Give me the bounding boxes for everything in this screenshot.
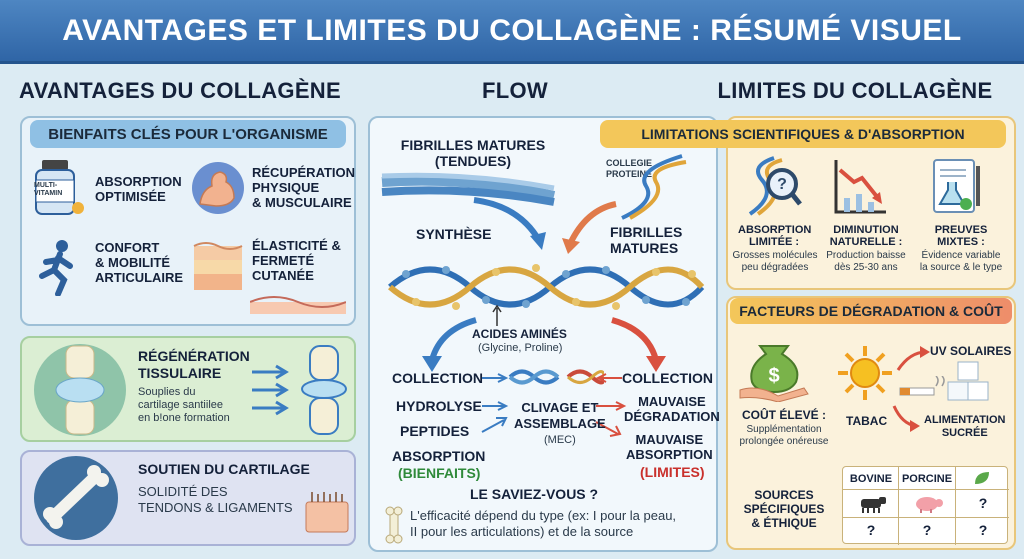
- left-step-absorption: ABSORPTION: [392, 448, 486, 464]
- right-step-collection: COLLECTION: [622, 370, 713, 386]
- limit-preuves-text: Évidence variable la source & le type: [919, 250, 1003, 273]
- sources-title: SOURCES SPÉCIFIQUES & ÉTHIQUE: [743, 488, 825, 530]
- uv-label: UV SOLAIRES: [930, 344, 1012, 358]
- healthy-knee-icon: [301, 345, 347, 435]
- cigarette-icon: [899, 376, 945, 396]
- tabac-label: TABAC: [846, 414, 888, 428]
- acides-amines-sub: (Glycine, Proline): [478, 342, 563, 354]
- regeneration-text: Souplies du cartilage santiilee en b!one…: [138, 386, 230, 424]
- tendon-tissue-icon: [305, 492, 349, 533]
- collegie-proteine-label: COLLEGIE PROTEINE: [605, 158, 652, 179]
- synthesis-arrow-icon: [473, 197, 546, 250]
- skin-wave-icon: [250, 296, 346, 314]
- flexed-arm-icon: [192, 162, 244, 214]
- benefit-recovery-label: RÉCUPÉRATION PHYSIQUE & MUSCULAIRE: [252, 165, 356, 210]
- limit-absorption-title: ABSORPTION LIMITÉE :: [738, 224, 812, 248]
- right-step-absorption: MAUVAISE ABSORPTION: [626, 432, 713, 462]
- benefit-elasticity-label: ÉLASTICITÉ & FERMETÉ CUTANÉE: [252, 238, 341, 283]
- mec-label: (MEC): [544, 434, 576, 446]
- acides-amines-label: ACIDES AMINÉS: [472, 327, 567, 341]
- limit-absorption-text: Grosses molécules peu dégradées: [732, 250, 818, 273]
- factors-title: FACTEURS DE DÉGRADATION & COÛT: [730, 298, 1012, 324]
- runner-icon: [39, 240, 73, 296]
- left-branch-arrow-icon: [422, 317, 477, 372]
- limit-diminution-text: Production baisse dès 25-30 ans: [826, 250, 906, 273]
- sucre-label: ALIMENTATION SUCRÉE: [924, 414, 1006, 439]
- clivage-label: CLIVAGE ET ASSEMBLAGE: [514, 400, 606, 431]
- table-header-bovine: BOVINE: [849, 473, 893, 485]
- dna-magnifier-icon: ?: [748, 156, 802, 216]
- limits-title: LIMITATIONS SCIENTIFIQUES & D'ABSORPTION: [600, 120, 1006, 148]
- knee-joint-icon: [34, 344, 126, 436]
- bone-small-icon: [385, 506, 403, 544]
- table-r2-c1: ?: [866, 522, 876, 538]
- declining-chart-icon: [834, 160, 886, 214]
- benefit-mobility-label: CONFORT & MOBILITÉ ARTICULAIRE: [95, 240, 184, 285]
- limit-preuves-title: PREUVES MIXTES :: [934, 224, 988, 248]
- left-step-peptides: PEPTIDES: [400, 423, 470, 439]
- page-title: AVANTAGES ET LIMITES DU COLLAGÈNE : RÉSU…: [0, 0, 1024, 64]
- cartilage-title: SOUTIEN DU CARTILAGE: [138, 461, 310, 477]
- document-flask-icon: [933, 159, 980, 213]
- small-dna-icon: [621, 154, 687, 220]
- sun-icon: [838, 346, 892, 400]
- uv-arrow-icon: [896, 346, 930, 371]
- table-r1-c3: ?: [978, 495, 988, 511]
- benefit-absorption-label: ABSORPTION OPTIMISÉE: [95, 174, 182, 204]
- fibrilles-tendues-label: FIBRILLES MATURES (TENDUES): [400, 137, 546, 169]
- maturation-arrow-icon: [562, 201, 617, 254]
- saviez-text: L'efficacité dépend du type (ex: I pour …: [410, 508, 677, 539]
- left-column-header: AVANTAGES DU COLLAGÈNE: [19, 78, 341, 103]
- sources-table: BOVINE PORCINE ? ? ? ?: [842, 466, 1009, 545]
- cartilage-text: SOLIDITÉ DES TENDONS & LIGAMENTS: [138, 484, 293, 515]
- right-branch-arrow-icon: [611, 317, 666, 372]
- sucre-arrow-icon: [892, 405, 920, 432]
- table-header-porcine: PORCINE: [901, 473, 953, 485]
- bone-icon: [34, 456, 118, 540]
- left-step-hydrolyse: HYDROLYSE: [396, 398, 482, 414]
- table-r2-c3: ?: [978, 522, 988, 538]
- svg-text:$: $: [768, 365, 779, 387]
- svg-text:?: ?: [777, 176, 787, 193]
- pig-icon: [916, 497, 943, 513]
- left-step-collection: COLLECTION: [392, 370, 483, 386]
- right-column-header: LIMITES DU COLLAGÈNE: [717, 78, 993, 103]
- sugar-cubes-icon: [947, 361, 989, 401]
- up-arrow-icon: [492, 304, 502, 326]
- limit-diminution-title: DIMINUTION NATURELLE :: [829, 224, 903, 248]
- vitamin-label: MULTI- VITAMIN: [34, 182, 63, 197]
- right-step-degradation: MAUVAISE DÉGRADATION: [624, 394, 720, 424]
- bienfaits-label: (BIENFAITS): [398, 465, 481, 481]
- benefits-panel: [20, 116, 356, 326]
- center-arrows-icon: [481, 373, 627, 437]
- table-r2-c2: ?: [922, 522, 932, 538]
- leaf-icon: [975, 472, 989, 484]
- limites-label: (LIMITES): [640, 464, 705, 480]
- skin-layers-icon: [193, 242, 243, 290]
- fibril-bundle-icon: [381, 172, 556, 206]
- cost-title: COÛT ÉLEVÉ :: [742, 408, 827, 422]
- synthese-label: SYNTHÈSE: [416, 226, 492, 242]
- saviez-title: LE SAVIEZ-VOUS ?: [470, 486, 599, 502]
- regeneration-arrows-icon: [252, 364, 289, 416]
- center-column-header: FLOW: [482, 78, 548, 103]
- money-bag-icon: $: [739, 345, 809, 402]
- benefits-title: BIENFAITS CLÉS POUR L'ORGANISME: [30, 120, 346, 148]
- cost-text: Supplémentation prolongée onéreuse: [739, 424, 829, 447]
- cow-icon: [861, 497, 886, 513]
- collagen-helix-icon: [388, 264, 705, 310]
- fibrilles-matures-label: FIBRILLES MATURES: [610, 224, 683, 256]
- vitamin-bottle-icon: [35, 160, 84, 215]
- regeneration-title: RÉGÉNÉRATION TISSULAIRE: [138, 348, 250, 381]
